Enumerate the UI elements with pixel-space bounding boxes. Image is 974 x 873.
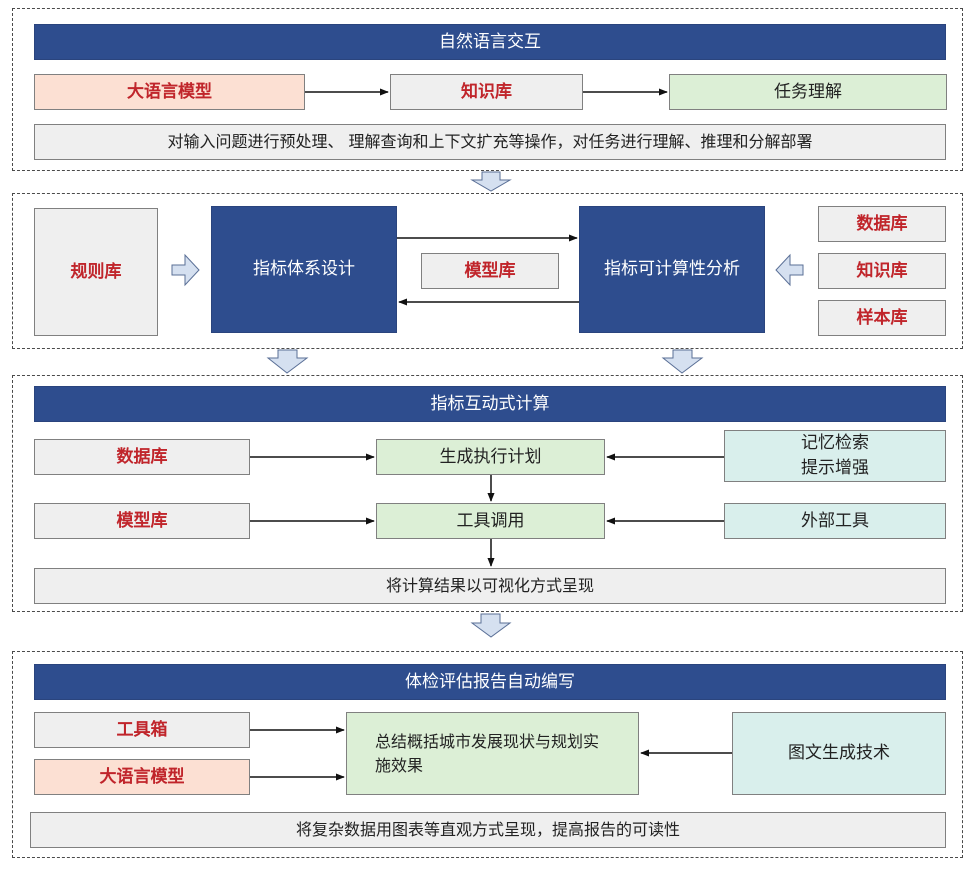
block-arrow-down-1 [470, 171, 512, 192]
box-database-3: 数据库 [34, 439, 250, 475]
section-natural-language-interaction [12, 8, 963, 171]
box-visualization-description: 将计算结果以可视化方式呈现 [34, 568, 946, 604]
section-interactive-computation [12, 375, 963, 612]
box-graphic-generation: 图文生成技术 [732, 712, 946, 795]
box-computability-analysis: 指标可计算性分析 [579, 206, 765, 333]
header-natural-language-interaction: 自然语言交互 [34, 24, 946, 60]
box-memory-retrieval: 记忆检索 提示增强 [724, 430, 946, 482]
block-arrow-down-4 [470, 613, 512, 638]
header-interactive-computation: 指标互动式计算 [34, 386, 946, 422]
box-summary: 总结概括城市发展现状与规划实施效果 [346, 712, 639, 795]
box-database: 数据库 [818, 206, 946, 242]
block-arrow-down-3 [661, 349, 704, 374]
box-report-description: 将复杂数据用图表等直观方式呈现，提高报告的可读性 [30, 812, 946, 848]
box-external-tools: 外部工具 [724, 503, 946, 539]
box-preprocess-description: 对输入问题进行预处理、 理解查询和上下文扩充等操作，对任务进行理解、推理和分解部… [34, 124, 946, 160]
box-sample-library: 样本库 [818, 300, 946, 336]
box-llm-4: 大语言模型 [34, 759, 250, 795]
header-report-writing: 体检评估报告自动编写 [34, 664, 946, 700]
box-indicator-system-design: 指标体系设计 [211, 206, 397, 333]
section-indicator-system [12, 193, 963, 349]
box-model-library-3: 模型库 [34, 503, 250, 539]
box-tool-calling: 工具调用 [376, 503, 605, 539]
block-arrow-down-2 [266, 349, 309, 374]
box-llm: 大语言模型 [34, 74, 305, 110]
section-report-writing [12, 651, 963, 858]
box-knowledge-base-2: 知识库 [818, 253, 946, 289]
box-toolbox: 工具箱 [34, 712, 250, 748]
box-execution-plan: 生成执行计划 [376, 439, 605, 475]
box-task-understanding: 任务理解 [669, 74, 947, 110]
box-model-library: 模型库 [421, 253, 559, 289]
box-rules-library: 规则库 [34, 208, 158, 336]
box-knowledge-base: 知识库 [390, 74, 583, 110]
